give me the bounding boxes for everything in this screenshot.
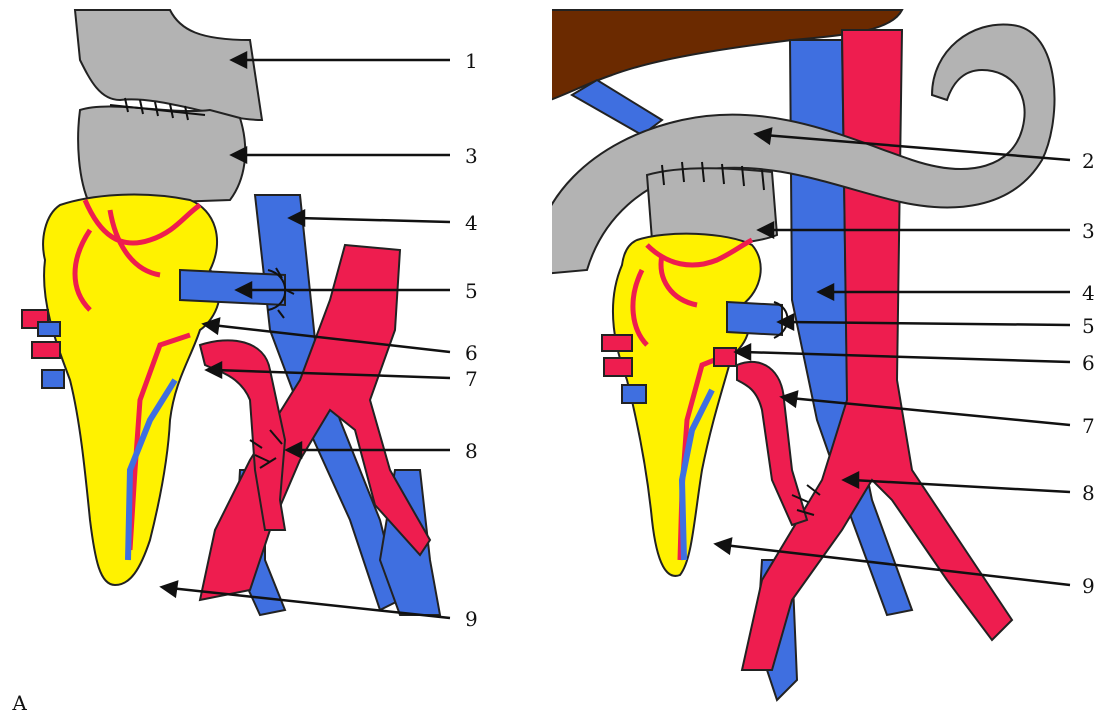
callout-a-6: 6 xyxy=(465,341,478,365)
panel-b-illustration: 2 3 4 5 6 7 8 9 Б xyxy=(552,0,1105,722)
callout-b-9: 9 xyxy=(1082,574,1095,598)
callout-a-5: 5 xyxy=(465,279,478,303)
splenic-vein-stub xyxy=(180,270,285,305)
callout-a-7: 7 xyxy=(465,367,478,391)
callout-a-3: 3 xyxy=(465,144,478,168)
panel-a: 1 3 4 5 6 7 8 9 А xyxy=(0,0,552,722)
bowel-segment-1 xyxy=(75,10,262,120)
callout-a-9: 9 xyxy=(465,607,478,631)
callout-b-8: 8 xyxy=(1082,481,1095,505)
callout-b-7: 7 xyxy=(1082,414,1095,438)
bowel-segment-3 xyxy=(647,168,777,244)
callout-b-4: 4 xyxy=(1082,281,1095,305)
callout-a-1: 1 xyxy=(465,49,478,73)
callout-a-8: 8 xyxy=(465,439,478,463)
artery-graft xyxy=(737,362,807,525)
callout-b-2: 2 xyxy=(1082,149,1095,173)
panel-b: 2 3 4 5 6 7 8 9 Б xyxy=(552,0,1105,722)
bowel-segment-3 xyxy=(78,106,245,205)
callout-b-3: 3 xyxy=(1082,219,1095,243)
vein-hepatic-branch xyxy=(572,80,662,135)
vessel-stubs-left xyxy=(22,310,64,388)
artery-stub xyxy=(714,348,736,366)
panel-a-label: А xyxy=(12,691,27,715)
callout-b-5: 5 xyxy=(1082,314,1095,338)
callout-b-6: 6 xyxy=(1082,351,1095,375)
panel-a-illustration: 1 3 4 5 6 7 8 9 А xyxy=(0,0,552,722)
callout-a-4: 4 xyxy=(465,211,478,235)
splenic-vein-stub xyxy=(727,302,782,335)
